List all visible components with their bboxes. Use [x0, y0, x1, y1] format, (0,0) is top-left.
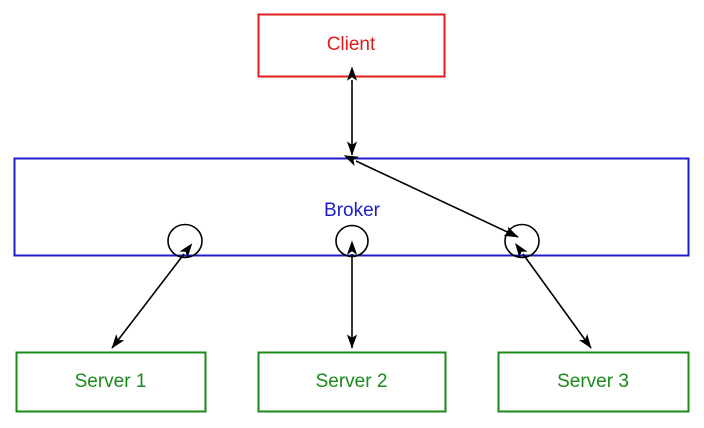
edge-port3-server3 [515, 242, 592, 349]
server-3-box[interactable] [497, 351, 690, 413]
broker-port-1-circle[interactable] [167, 223, 203, 259]
broker-port-2-circle[interactable] [335, 224, 369, 258]
edge-port1-server1 [111, 243, 193, 349]
broker-port-3-circle[interactable] [504, 223, 540, 259]
server-1-box[interactable] [15, 351, 207, 413]
edge-broker-port3 [343, 155, 519, 238]
server-2-box[interactable] [257, 351, 447, 413]
client-box[interactable] [257, 13, 446, 78]
